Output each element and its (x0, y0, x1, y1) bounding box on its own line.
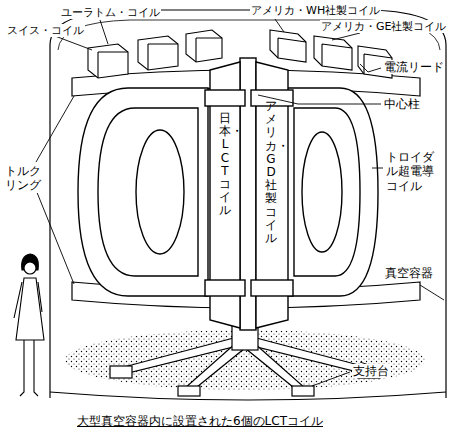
coil-label: アメリカ・WH社製コイル (250, 4, 381, 17)
part-label: 真空容器 (384, 266, 434, 280)
coil-label: ユーラトム・コイル (60, 6, 161, 19)
figure-caption: 大型真空容器内に設置された6個のLCTコイル (76, 414, 324, 428)
centre-column (205, 58, 293, 330)
part-label: トルクリング (4, 164, 42, 193)
part-label: 電流リード (383, 60, 445, 74)
part-label: トロイダル超電導コイル (385, 150, 435, 193)
part-label: 中心柱 (383, 97, 421, 111)
vessel (50, 10, 446, 400)
part-label: 支持台 (352, 364, 390, 378)
leader-line (36, 19, 444, 386)
support-stand (110, 325, 380, 396)
coil-label: 日本・LCTコイル (219, 112, 231, 218)
coil-label: アメリカ・GE社製コイル (320, 20, 447, 33)
person-figure (14, 254, 44, 396)
current-lead-box (88, 30, 392, 78)
coil-label: スイス・コイル (6, 24, 85, 37)
coil-label: アメリカ・GD社製コイル (265, 100, 277, 245)
